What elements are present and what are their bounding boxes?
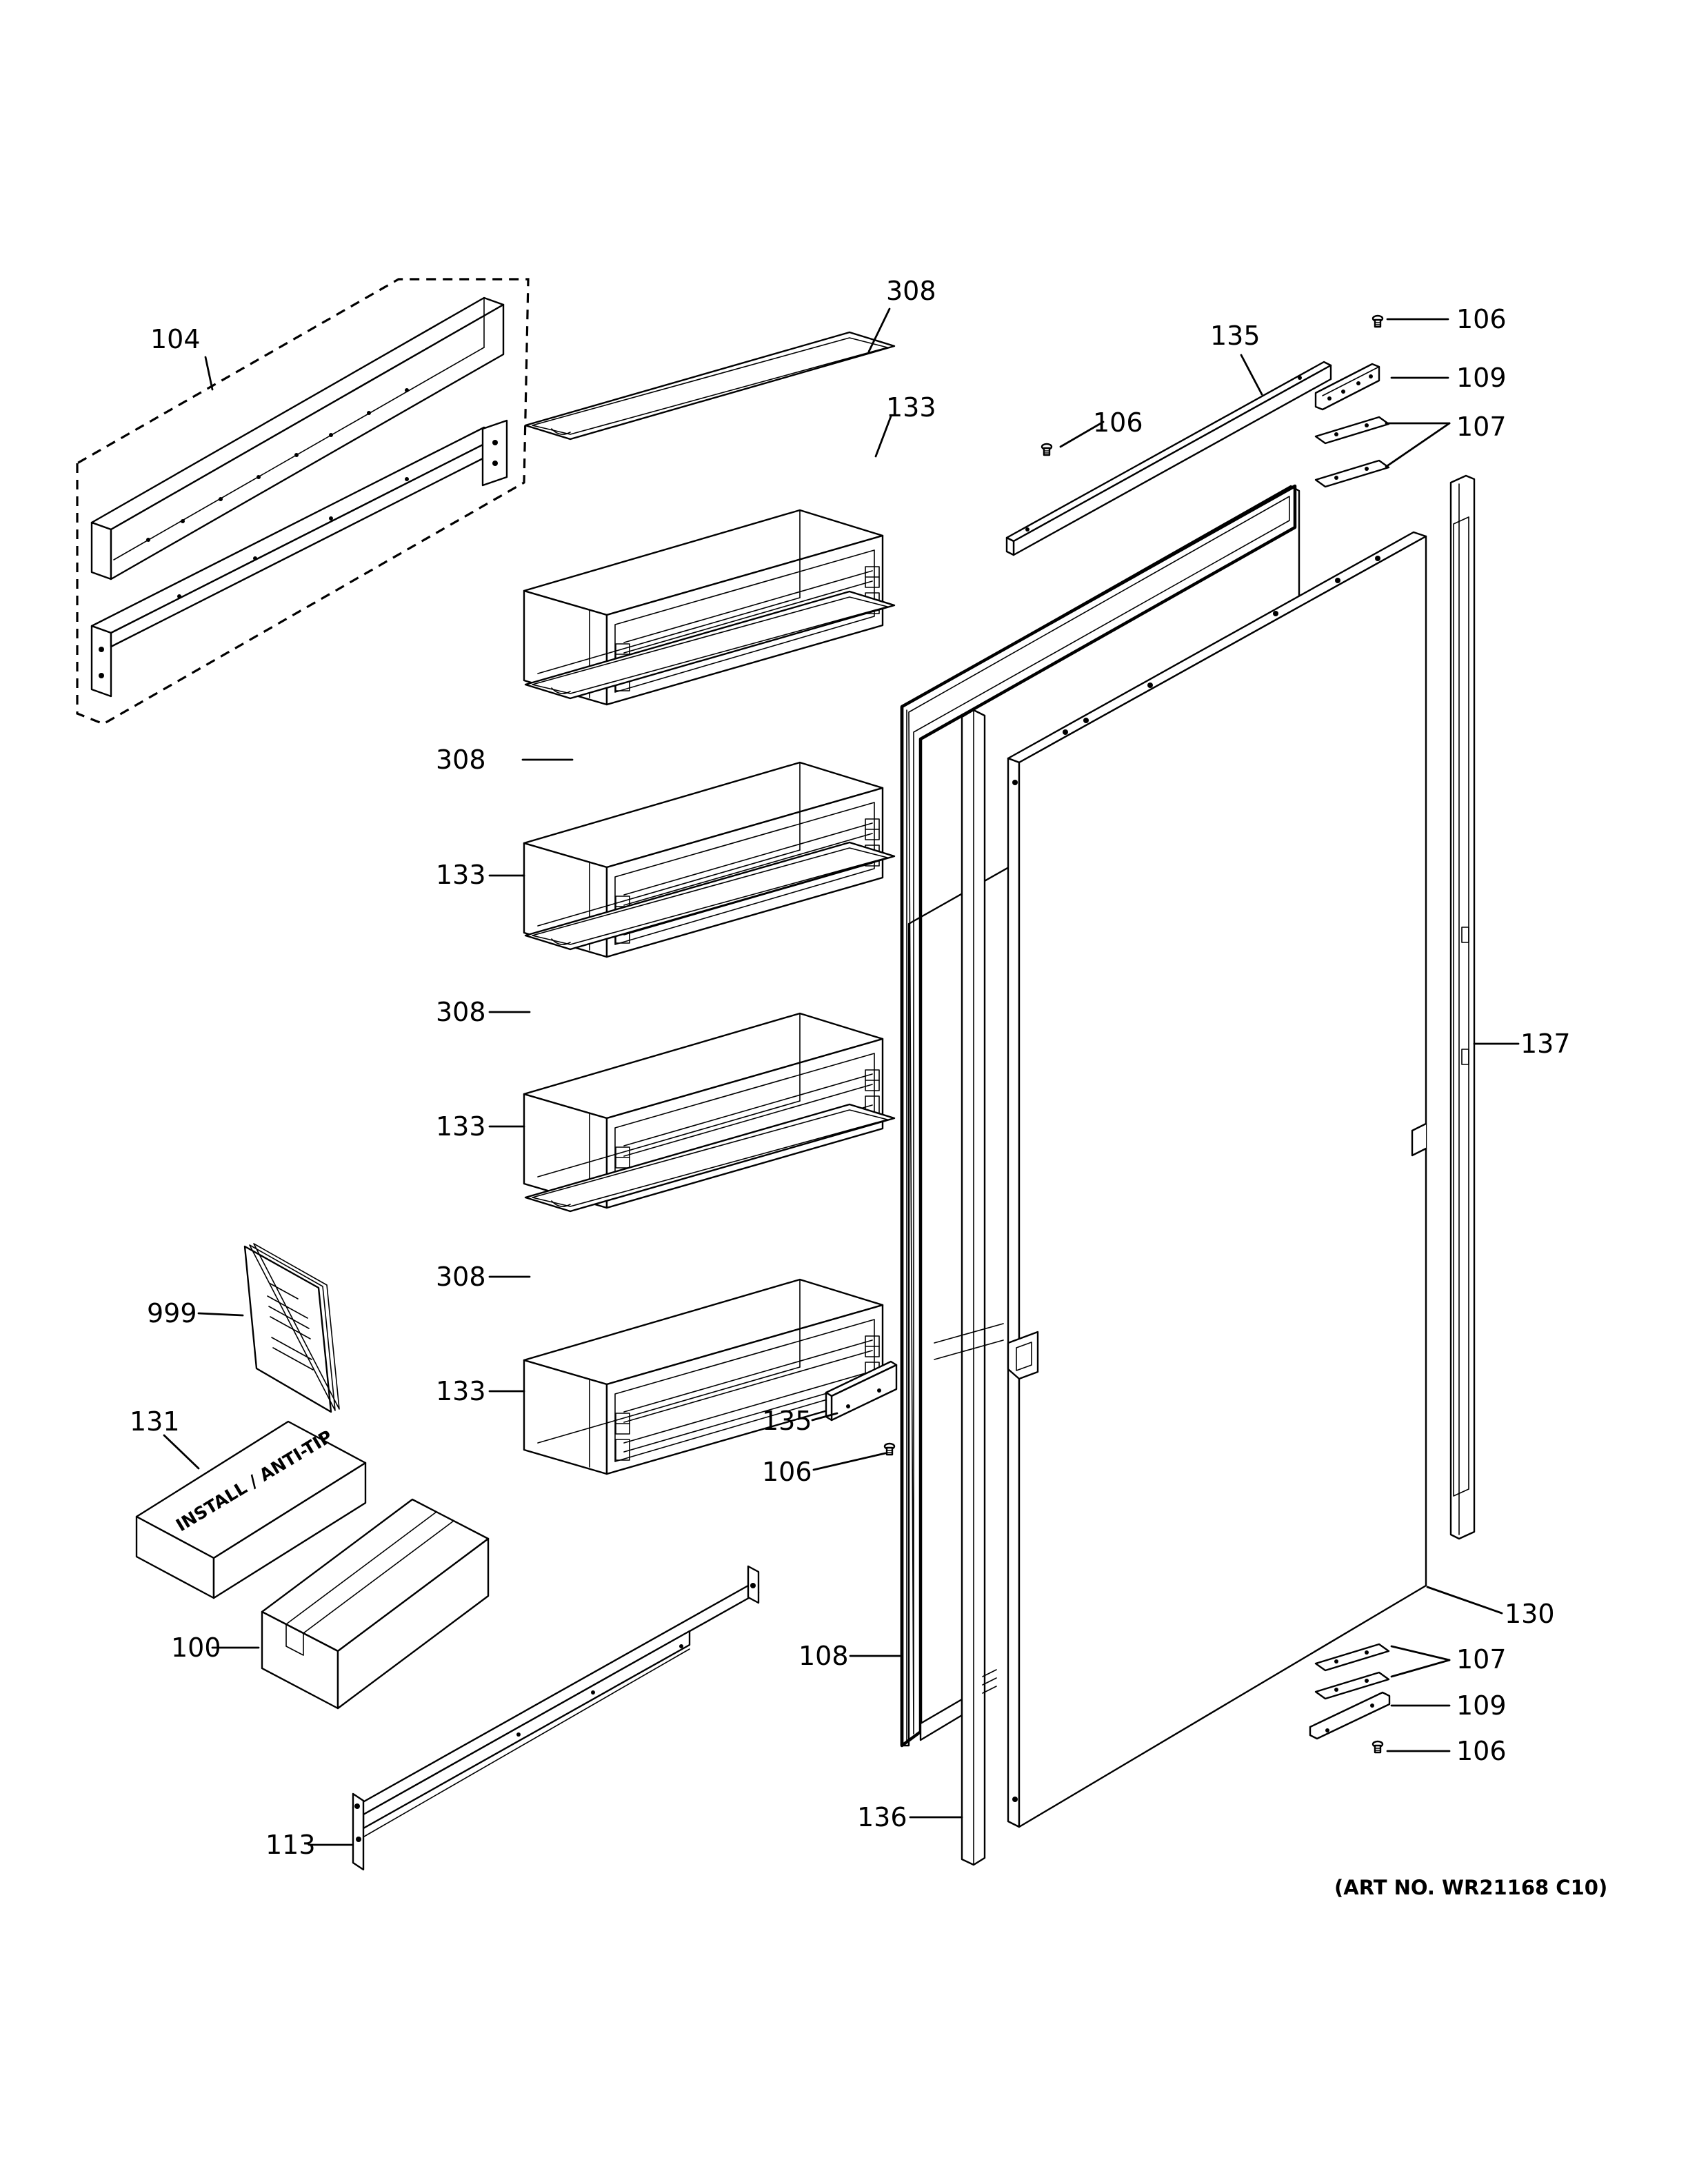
small-bracket [825, 1360, 898, 1422]
callout-137: 137 [1520, 1029, 1571, 1059]
callout-108: 108 [798, 1641, 849, 1671]
anti-tip-bracket [352, 1565, 760, 1871]
door-panel [1007, 531, 1427, 1828]
callout-100: 100 [171, 1632, 221, 1663]
trim-strip [934, 709, 1004, 1866]
callout-107-bottom: 107 [1456, 1644, 1507, 1675]
trim-kit-holes-top [146, 388, 409, 542]
art-number: (ART NO. WR21168 C10) [1334, 1876, 1607, 1899]
shelf-1 [524, 331, 896, 441]
leader-lines [163, 307, 1520, 1846]
callout-135-small: 135 [762, 1406, 812, 1436]
door-gasket [900, 484, 1300, 1748]
callout-107-top: 107 [1456, 412, 1507, 442]
callout-131: 131 [130, 1406, 180, 1437]
top-bracket [1005, 361, 1332, 556]
callout-labels: 104 308 133 308 133 308 133 308 133 135 … [130, 276, 1607, 1899]
callout-999: 999 [147, 1298, 197, 1328]
callout-308-top: 308 [886, 276, 936, 306]
callout-109-top: 109 [1456, 363, 1507, 393]
callout-109-bottom: 109 [1456, 1690, 1507, 1721]
callout-130: 130 [1505, 1599, 1555, 1629]
callout-133-top: 133 [886, 392, 936, 423]
install-kit-box: INSTALL / ANTI-TIP [135, 1420, 367, 1599]
callout-106-top-right: 106 [1456, 304, 1507, 334]
top-shims [1314, 416, 1390, 488]
callout-133-4: 133 [436, 1376, 486, 1406]
callout-104: 104 [150, 324, 201, 354]
top-hinge [1314, 363, 1380, 411]
callout-136: 136 [857, 1802, 907, 1832]
handle-trim [1449, 474, 1476, 1540]
bottom-shims [1314, 1643, 1390, 1700]
callout-113: 113 [265, 1830, 316, 1860]
callout-308-2: 308 [436, 745, 486, 775]
callout-135-top: 135 [1210, 321, 1260, 351]
bottom-hinge [1309, 1691, 1391, 1740]
callout-106-bottom: 106 [1456, 1736, 1507, 1766]
carton [261, 1498, 490, 1710]
callout-106-mid: 106 [762, 1457, 812, 1487]
callout-106-top-center: 106 [1093, 407, 1143, 438]
bin-4 [523, 1278, 884, 1475]
callout-133-2: 133 [436, 860, 486, 890]
callout-133-3: 133 [436, 1111, 486, 1142]
callout-308-4: 308 [436, 1262, 486, 1292]
manual-booklet [243, 1243, 340, 1413]
callout-308-3: 308 [436, 997, 486, 1027]
trim-kit [76, 278, 530, 725]
